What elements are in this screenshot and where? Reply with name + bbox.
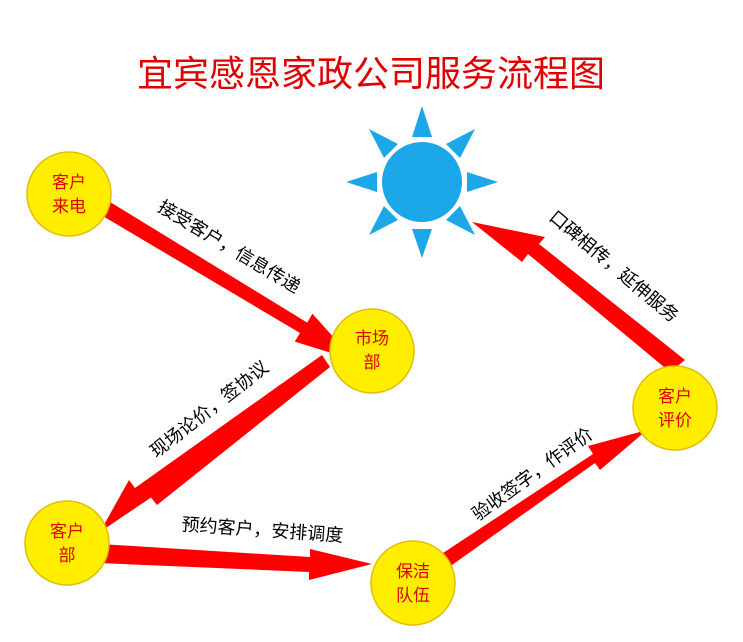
arrow-market-to-client <box>100 355 330 532</box>
node-review-line2: 评价 <box>658 411 692 431</box>
sun-icon <box>346 106 498 258</box>
node-review: 客户 评价 <box>632 365 718 451</box>
node-market-line1: 市场 <box>355 329 389 349</box>
edge-label-client-to-cleaner: 预约客户，安排调度 <box>181 514 344 546</box>
node-market-line2: 部 <box>364 353 381 373</box>
node-cleaner-line2: 队伍 <box>396 586 430 606</box>
node-client-line1: 客户 <box>50 522 84 542</box>
arrow-caller-to-market <box>90 194 354 360</box>
arrow-review-to-sun <box>472 222 685 372</box>
node-caller-line2: 来电 <box>52 197 86 217</box>
arrow-cleaner-to-review <box>437 430 647 570</box>
node-client: 客户 部 <box>24 500 110 586</box>
node-caller-line1: 客户 <box>52 173 86 193</box>
node-caller: 客户 来电 <box>26 151 112 237</box>
diagram-title: 宜宾感恩家政公司服务流程图 <box>137 54 605 95</box>
node-market: 市场 部 <box>329 308 415 394</box>
node-cleaner: 保洁 队伍 <box>370 540 456 626</box>
node-cleaner-line1: 保洁 <box>396 562 430 582</box>
node-client-line2: 部 <box>59 546 76 566</box>
node-review-line1: 客户 <box>658 387 692 407</box>
arrow-client-to-cleaner <box>99 544 372 580</box>
